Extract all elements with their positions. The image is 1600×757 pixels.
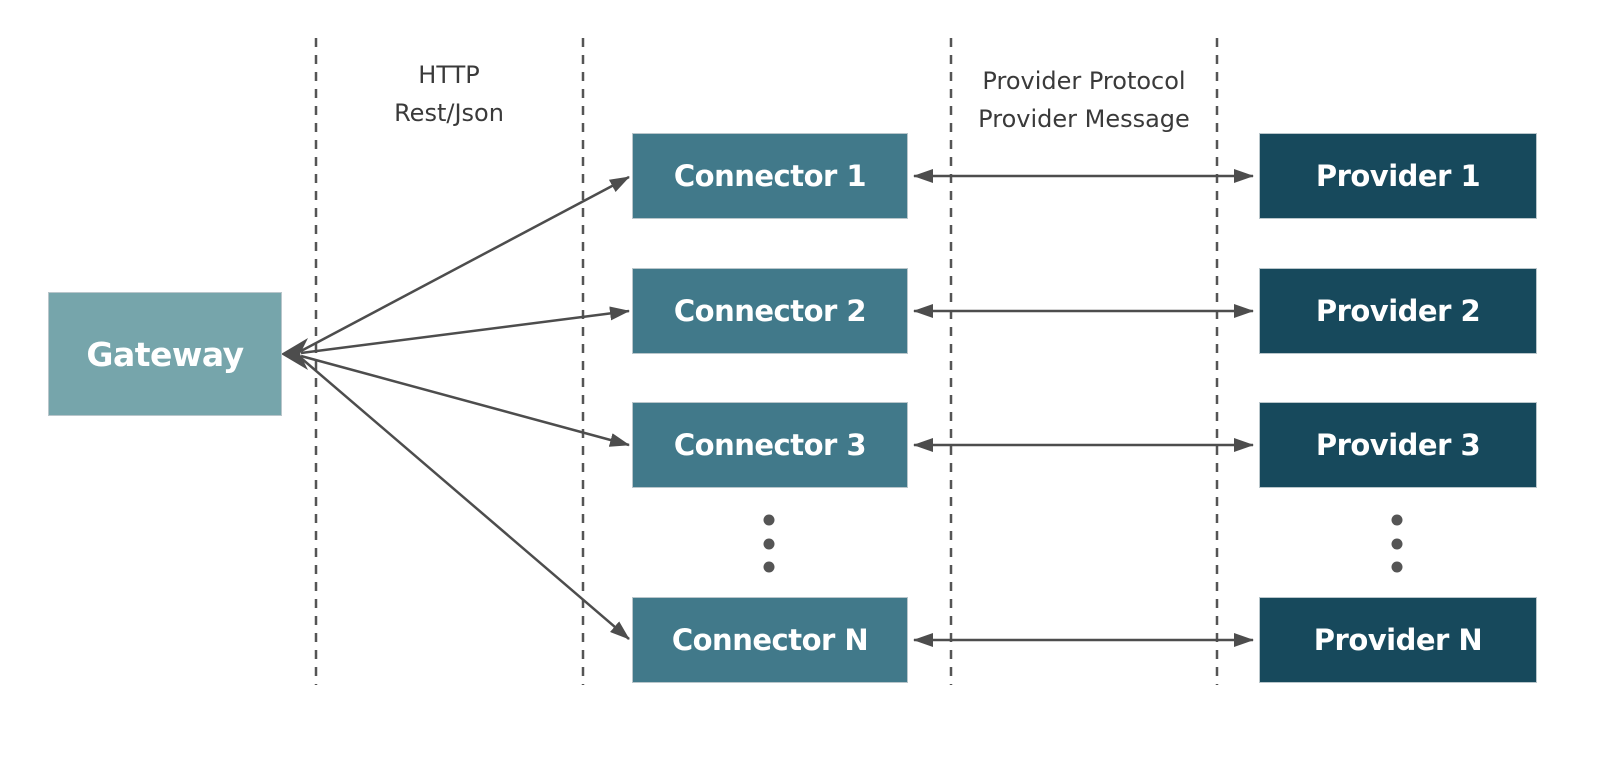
connector-3-box: Connector 3: [632, 402, 908, 488]
connector-n-box: Connector N: [632, 597, 908, 683]
connector-2-label: Connector 2: [673, 294, 867, 328]
gateway-fan-arrow-1: [300, 175, 630, 353]
gateway-fan-arrow-2: [300, 306, 630, 355]
http-lane-label-line2: Rest/Json: [394, 99, 504, 127]
provider-1-box: Provider 1: [1259, 133, 1537, 219]
provider-n-box: Provider N: [1259, 597, 1537, 683]
provider-lane-label: Provider Protocol Provider Message: [951, 62, 1217, 138]
provider-n-label: Provider N: [1313, 623, 1483, 657]
vertical-ellipsis-icon: [763, 514, 775, 573]
provider-2-box: Provider 2: [1259, 268, 1537, 354]
gateway-fan-arrow-3: [300, 354, 630, 447]
connector-n-label: Connector N: [671, 623, 869, 657]
provider-lane-label-line2: Provider Message: [978, 105, 1190, 133]
vertical-ellipsis-icon: [1391, 514, 1403, 573]
connector-1-label: Connector 1: [673, 159, 867, 193]
provider-1-label: Provider 1: [1315, 159, 1481, 193]
connector-1-box: Connector 1: [632, 133, 908, 219]
provider-lane-label-line1: Provider Protocol: [982, 67, 1186, 95]
provider-3-box: Provider 3: [1259, 402, 1537, 488]
gateway-arrowhead: [281, 338, 308, 370]
gateway-label: Gateway: [86, 334, 244, 374]
http-lane-label-line1: HTTP: [418, 61, 480, 89]
gateway-box: Gateway: [48, 292, 282, 416]
connector-3-label: Connector 3: [673, 428, 867, 462]
provider-3-label: Provider 3: [1315, 428, 1481, 462]
connector-2-box: Connector 2: [632, 268, 908, 354]
http-lane-label: HTTP Rest/Json: [316, 56, 582, 132]
gateway-fan-arrow-n: [300, 357, 630, 640]
provider-2-label: Provider 2: [1315, 294, 1481, 328]
